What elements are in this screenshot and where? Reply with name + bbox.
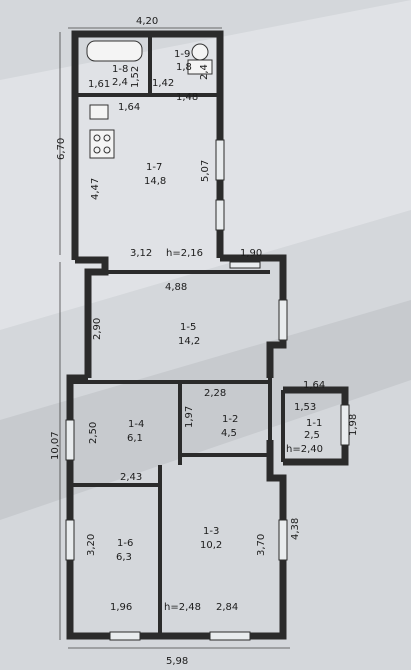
dim-bath-w: 1,61: [88, 79, 110, 90]
fixtures: [86, 40, 213, 159]
dim-kitchen-h-left: 4,47: [90, 178, 101, 200]
dim-bottom-big: 2,84: [216, 602, 238, 613]
dim-porch-w: 1,64: [303, 380, 325, 391]
room-1-2-id: 1-2: [222, 414, 238, 425]
room-1-1-area: 2,5: [304, 430, 320, 441]
dim-bottom-width: 5,98: [166, 656, 188, 667]
dim-living-w: 4,88: [165, 282, 187, 293]
bathtub-icon: [86, 40, 143, 62]
room-1-1-id: 1-1: [306, 418, 322, 429]
dim-living-h: 2,90: [92, 318, 103, 340]
room-1-3-area: 10,2: [200, 540, 222, 551]
room-1-3-id: 1-3: [203, 526, 219, 537]
dim-kitchen-h-right: 5,07: [200, 160, 211, 182]
room-1-9-id: 1-9: [174, 49, 190, 60]
dim-left-upper: 6,70: [56, 138, 67, 160]
room-1-8-id: 1-8: [112, 64, 128, 75]
dim-bath-h: 1,52: [130, 66, 141, 88]
dim-left-lower: 10,07: [50, 431, 61, 460]
dim-wc-w2: 1,48: [176, 92, 198, 103]
room-labels: 1-8 2,4 1-9 1,8 1-7 14,8 1-5 14,2 1-4 6,…: [112, 49, 322, 563]
dim-right-h: 4,38: [290, 518, 301, 540]
room-1-4-area: 6,1: [127, 433, 143, 444]
dim-top-width: 4,20: [136, 16, 158, 27]
dim-wc-h: 2,4: [199, 64, 210, 80]
light-band: [0, 0, 411, 330]
room-1-5-area: 14,2: [178, 336, 200, 347]
room-1-5-id: 1-5: [180, 322, 196, 333]
dim-bed-h: 2,50: [88, 422, 99, 444]
dim-porch-inner: 1,53: [294, 402, 316, 413]
dim-kitchen-w: 1,64: [118, 102, 140, 113]
dim-small-h: 3,20: [86, 534, 97, 556]
dimension-labels: 4,20 6,70 10,07 5,98 1,52 1,61 1,42 2,4 …: [50, 16, 359, 667]
height-lower: h=2,48: [164, 602, 201, 613]
shadow-band: [0, 300, 411, 520]
windows: [65, 139, 350, 641]
room-1-6-id: 1-6: [117, 538, 133, 549]
dim-wc-w1: 1,42: [152, 78, 174, 89]
dim-right-w: 1,90: [240, 248, 262, 259]
dim-bottom-small: 1,96: [110, 602, 132, 613]
room-1-8-area: 2,4: [112, 77, 128, 88]
dim-hall-w: 2,28: [204, 388, 226, 399]
room-1-4-id: 1-4: [128, 419, 144, 430]
height-porch: h=2,40: [286, 444, 323, 455]
dim-corr-h: 1,97: [184, 406, 195, 428]
room-1-7-id: 1-7: [146, 162, 162, 173]
room-1-9-area: 1,8: [176, 62, 192, 73]
dim-step-w: 3,12: [130, 248, 152, 259]
toilet-icon: [191, 43, 209, 61]
dim-big-h: 3,70: [256, 534, 267, 556]
stove-icon: [89, 129, 115, 159]
height-upper: h=2,16: [166, 248, 203, 259]
kitchen-sink-icon: [89, 104, 109, 120]
room-1-7-area: 14,8: [144, 176, 166, 187]
interior-walls: [70, 34, 285, 636]
dim-porch-h: 1,98: [348, 414, 359, 436]
sink-icon: [187, 59, 213, 75]
room-1-2-area: 4,5: [221, 428, 237, 439]
dimension-lines: [59, 27, 290, 649]
room-1-6-area: 6,3: [116, 552, 132, 563]
dim-lower-w: 2,43: [120, 472, 142, 483]
